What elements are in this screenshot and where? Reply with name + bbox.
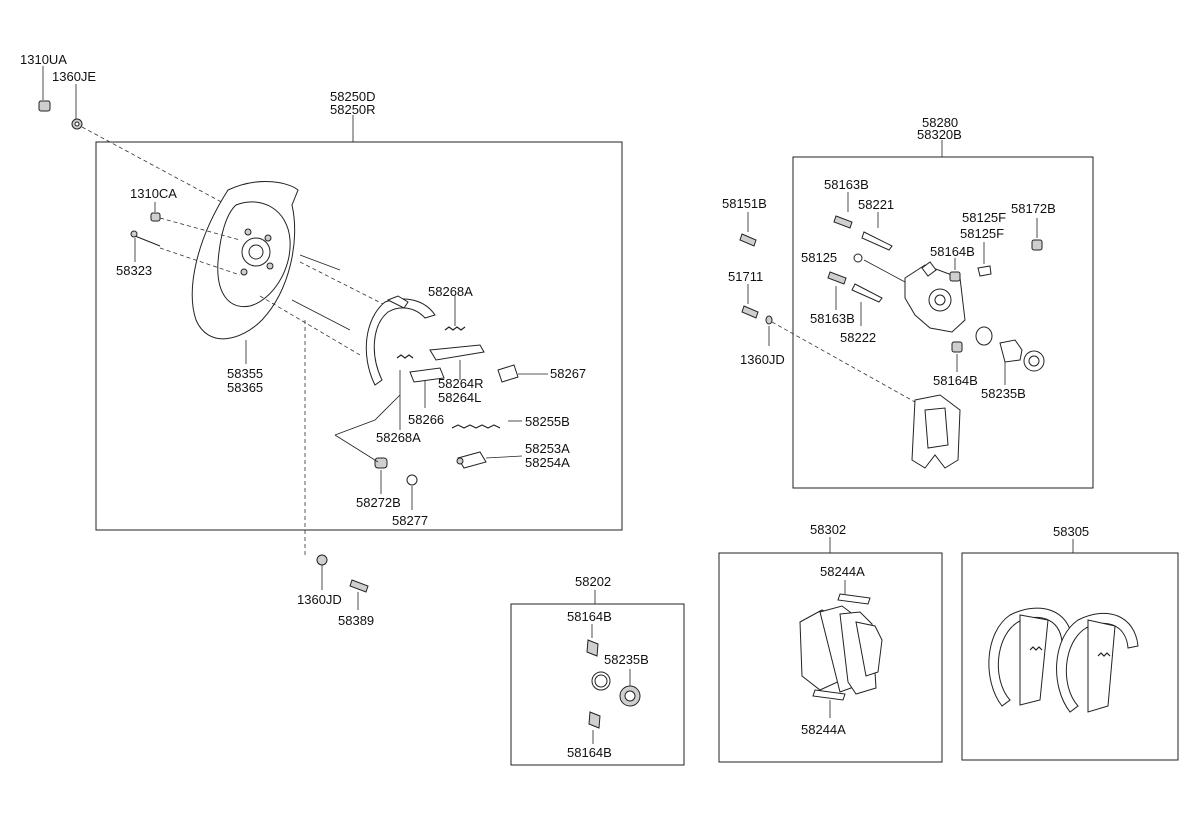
label-58272b: 58272B (356, 495, 401, 510)
label-58222: 58222 (840, 330, 876, 345)
label-58267: 58267 (550, 366, 586, 381)
nut-58277 (406, 474, 418, 510)
label-51711: 51711 (728, 269, 763, 284)
bolt-51711 (741, 284, 759, 319)
label-58250r: 58250R (330, 102, 376, 117)
bolt-1310ca (150, 202, 161, 222)
label-58164b-kit-2: 58164B (567, 745, 612, 760)
seal-kit-box (510, 603, 685, 766)
label-58305: 58305 (1053, 524, 1089, 539)
cap-58164b-caliper-bot (951, 341, 963, 372)
label-58235b-kit: 58235B (604, 652, 649, 667)
brake-pads (799, 580, 883, 718)
adjuster-spring-58255b (451, 420, 522, 429)
label-58323: 58323 (116, 263, 152, 278)
label-58320b: 58320B (917, 127, 962, 142)
caliper-group-box (792, 156, 1094, 489)
bolt-58389 (349, 579, 369, 610)
label-58163b-top: 58163B (824, 177, 869, 192)
bleeder-58172b (1031, 218, 1043, 251)
label-58221: 58221 (858, 197, 894, 212)
bushing-58272b (374, 457, 388, 494)
label-1310ua: 1310UA (20, 52, 67, 67)
label-58268a-top: 58268A (428, 284, 473, 299)
label-58202: 58202 (575, 574, 611, 589)
guide-pin-58221 (861, 212, 893, 251)
label-1360jd-right: 1360JD (740, 352, 785, 367)
brake-shoe-assembly (365, 295, 519, 386)
adjuster-58253a (456, 451, 523, 469)
nut-1310ua (38, 66, 51, 112)
label-58125f-2: 58125F (960, 226, 1004, 241)
label-58172b: 58172B (1011, 201, 1056, 216)
label-1360jd-left: 1360JD (297, 592, 342, 607)
bolt-58151b (739, 212, 757, 247)
label-58253a: 58253A (525, 441, 570, 456)
label-58244a-top: 58244A (820, 564, 865, 579)
washer-1360jd-left (316, 554, 328, 590)
boot-58125 (853, 253, 906, 283)
guide-pin-58222 (851, 283, 883, 326)
label-58164b-kit-1: 58164B (567, 609, 612, 624)
label-58264r: 58264R (438, 376, 484, 391)
label-58302: 58302 (810, 522, 846, 537)
label-58250d: 58250D (330, 89, 376, 104)
label-58235b-caliper: 58235B (981, 386, 1026, 401)
label-58125f-1: 58125F (962, 210, 1006, 225)
label-58389: 58389 (338, 613, 374, 628)
washer-1360jd-right (765, 315, 773, 346)
label-58268a-bot: 58268A (376, 430, 421, 445)
pad-kit-box (718, 552, 943, 763)
label-58163b-bot: 58163B (810, 311, 855, 326)
label-58125: 58125 (801, 250, 837, 265)
caliper-body (904, 261, 966, 333)
cap-58125f (977, 242, 992, 277)
caliper-bracket (911, 394, 961, 469)
label-58280: 58280 (922, 115, 958, 130)
label-58365: 58365 (227, 380, 263, 395)
drum-brake-group-box (95, 141, 623, 531)
washer-1360je (71, 84, 83, 130)
label-1310ca: 1310CA (130, 186, 177, 201)
label-58164b-caliper-bot: 58164B (933, 373, 978, 388)
label-58151b: 58151B (722, 196, 767, 211)
seal-kit-parts (586, 624, 641, 744)
label-58164b-caliper: 58164B (930, 244, 975, 259)
cap-58164b-caliper (949, 258, 961, 282)
label-58277: 58277 (392, 513, 428, 528)
label-58244a-bot: 58244A (801, 722, 846, 737)
bolt-58163b-bot (827, 271, 847, 310)
label-58266: 58266 (408, 412, 444, 427)
label-58254a: 58254A (525, 455, 570, 470)
brake-shoes (988, 607, 1139, 713)
seal-kit-58235b-caliper (975, 326, 1045, 385)
bolt-58323 (130, 230, 161, 262)
label-58264l: 58264L (438, 390, 481, 405)
label-58255b: 58255B (525, 414, 570, 429)
shoe-kit-box (961, 552, 1179, 761)
backing-plate (191, 181, 351, 340)
label-58355: 58355 (227, 366, 263, 381)
bolt-58163b-top (833, 192, 853, 229)
label-1360je: 1360JE (52, 69, 96, 84)
